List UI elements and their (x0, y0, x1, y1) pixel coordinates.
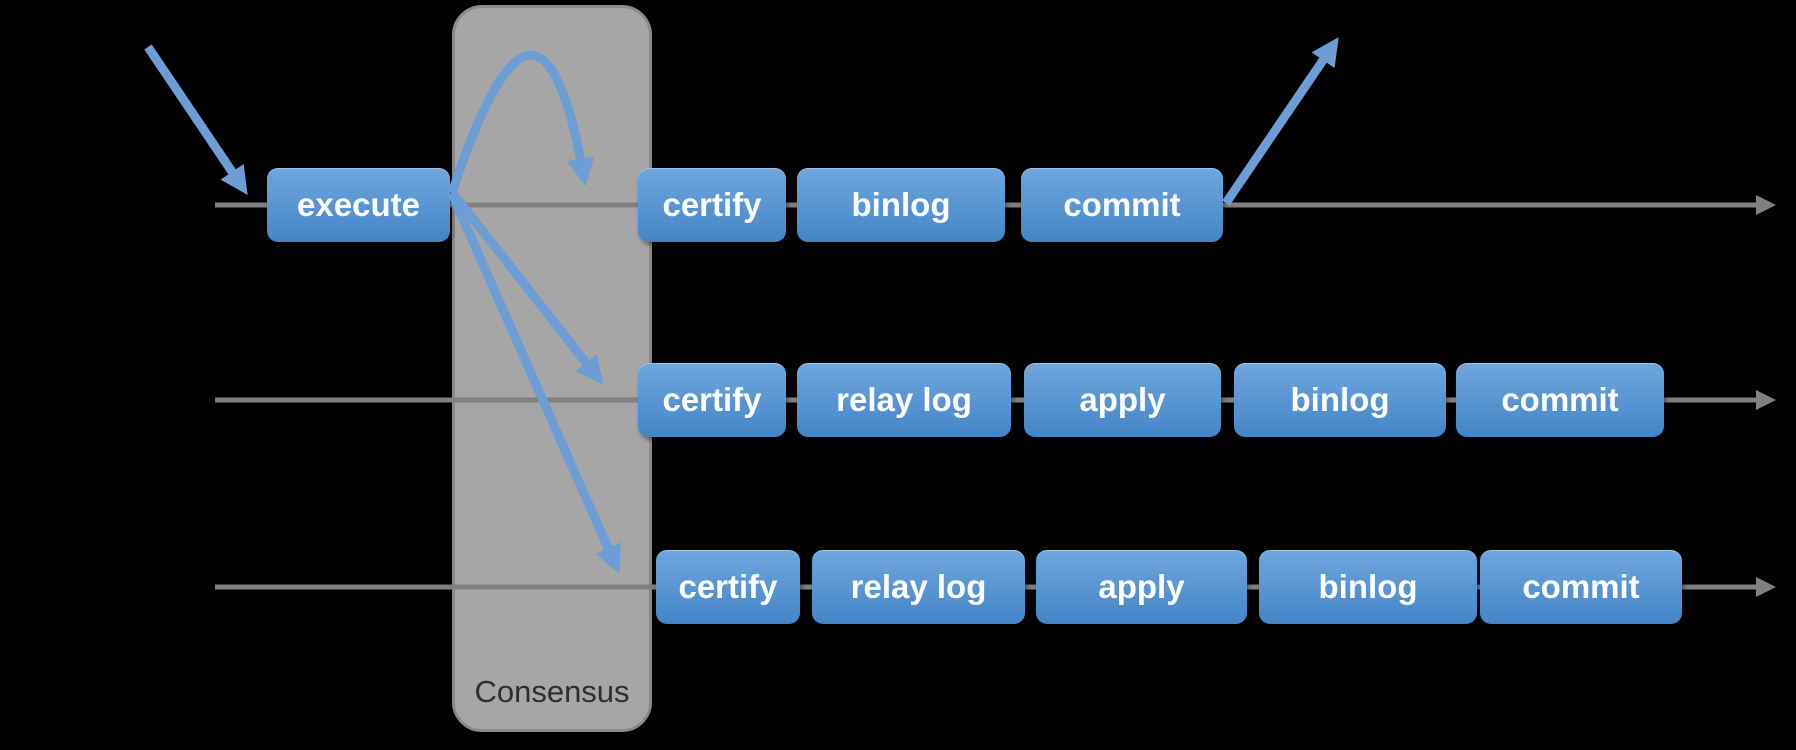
box-commit-row3: commit (1480, 550, 1682, 624)
box-commit-row2: commit (1456, 363, 1664, 437)
box-commit-row1: commit (1021, 168, 1223, 242)
box-apply-row2: apply (1024, 363, 1221, 437)
box-certify-row2: certify (638, 363, 786, 437)
box-binlog-row3: binlog (1259, 550, 1477, 624)
box-binlog-row1: binlog (797, 168, 1005, 242)
consensus-box (452, 5, 652, 732)
box-execute: execute (267, 168, 450, 242)
box-certify-row3: certify (656, 550, 800, 624)
box-relay-log-row3: relay log (812, 550, 1025, 624)
box-relay-log-row2: relay log (797, 363, 1011, 437)
consensus-label: Consensus (474, 674, 630, 709)
outgoing-response-arrow (1222, 37, 1339, 206)
box-apply-row3: apply (1036, 550, 1247, 624)
incoming-transaction-arrow (144, 44, 248, 195)
box-binlog-row2: binlog (1234, 363, 1446, 437)
box-certify-row1: certify (638, 168, 786, 242)
